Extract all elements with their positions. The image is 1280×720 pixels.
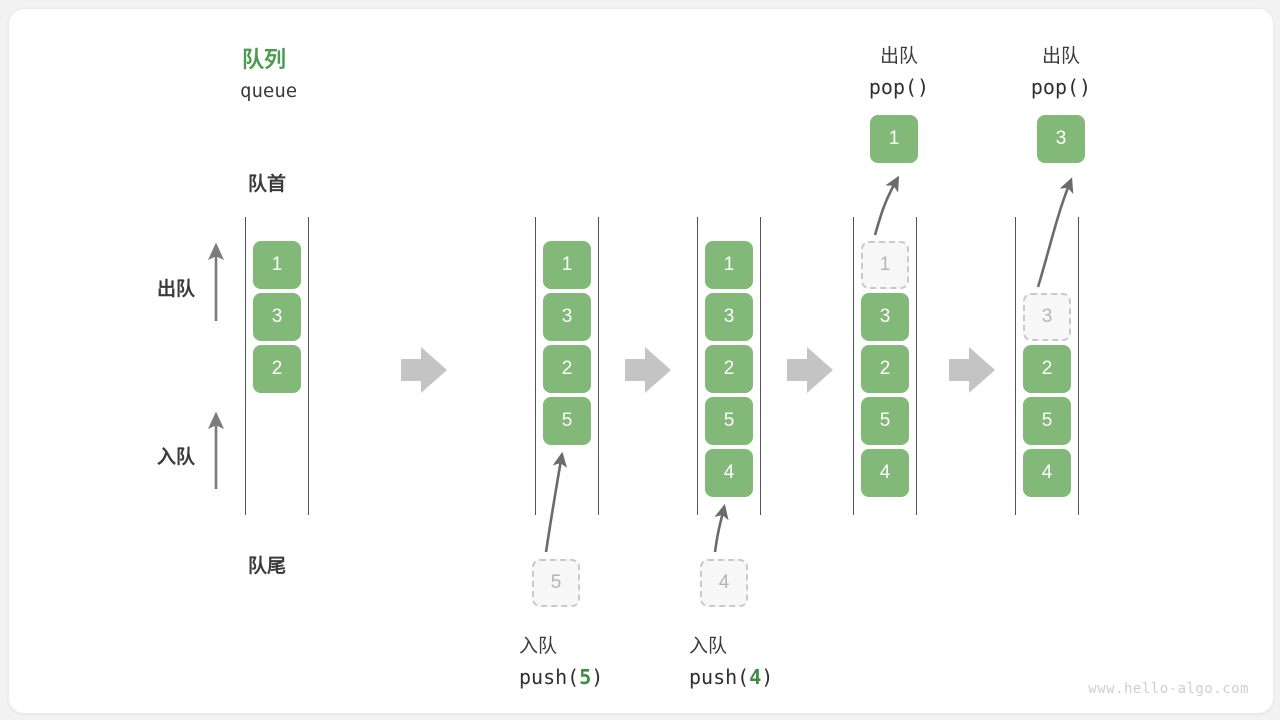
queue-element: 1: [253, 241, 301, 289]
queue-element: 3: [253, 293, 301, 341]
queue-element: 1: [543, 241, 591, 289]
step-arrow-icon-4: [949, 347, 995, 393]
queue-element: 1: [705, 241, 753, 289]
queue-element: 5: [861, 397, 909, 445]
queue-channel-pop-1: [853, 217, 917, 515]
outgoing-element-ghost: 1: [861, 241, 909, 289]
channel-rail-right: [760, 217, 761, 515]
queue-element: 2: [1023, 345, 1071, 393]
queue-channel-initial: [245, 217, 309, 515]
queue-element: 5: [705, 397, 753, 445]
diagram-title-en: queue: [240, 80, 298, 102]
diagram-title-cn: 队列: [242, 47, 287, 72]
diagram-stage: 队列 queue 队首 队尾 出队 入队 1 3 2 1 3 2 5 5 入队 …: [9, 9, 1273, 713]
incoming-element-ghost: 4: [700, 559, 748, 607]
operation-code: push(5): [519, 665, 603, 689]
operation-label-cn: 出队: [1041, 46, 1080, 67]
channel-rail-right: [308, 217, 309, 515]
step-arrow-icon-3: [787, 347, 833, 393]
channel-rail-left: [245, 217, 246, 515]
operation-code: push(4): [689, 665, 773, 689]
queue-channel-pop-3: [1015, 217, 1079, 515]
channel-rail-left: [535, 217, 536, 515]
queue-element: 5: [543, 397, 591, 445]
operation-label-cn: 出队: [879, 46, 918, 67]
queue-element: 3: [861, 293, 909, 341]
operation-code-prefix: push(: [689, 665, 750, 689]
incoming-element-ghost: 5: [532, 559, 580, 607]
popped-element: 1: [870, 115, 918, 163]
queue-element: 3: [543, 293, 591, 341]
queue-element: 2: [705, 345, 753, 393]
operation-label-cn: 入队: [689, 636, 728, 657]
queue-element: 2: [543, 345, 591, 393]
front-label: 队首: [248, 174, 287, 195]
operation-code-suffix: ): [761, 665, 774, 689]
outgoing-element-ghost: 3: [1023, 293, 1071, 341]
popped-element: 3: [1037, 115, 1085, 163]
channel-rail-left: [697, 217, 698, 515]
operation-code: pop(): [1030, 75, 1092, 99]
enqueue-direction-label: 入队: [157, 447, 196, 468]
channel-rail-left: [1015, 217, 1016, 515]
operation-code-value: 4: [749, 665, 762, 689]
channel-rail-right: [598, 217, 599, 515]
step-arrow-icon-2: [625, 347, 671, 393]
queue-channel-push-5: [535, 217, 599, 515]
watermark: www.hello-algo.com: [1088, 681, 1249, 697]
step-arrow-icon-1: [401, 347, 447, 393]
queue-element: 4: [1023, 449, 1071, 497]
push-4-arrow-icon: [713, 503, 729, 553]
operation-code-prefix: push(: [519, 665, 580, 689]
queue-element: 4: [705, 449, 753, 497]
operation-label-cn: 入队: [519, 636, 558, 657]
diagram-card: 队列 queue 队首 队尾 出队 入队 1 3 2 1 3 2 5 5 入队 …: [8, 8, 1274, 714]
channel-rail-left: [853, 217, 854, 515]
channel-rail-right: [1078, 217, 1079, 515]
rear-label: 队尾: [248, 556, 287, 577]
operation-code-value: 5: [579, 665, 592, 689]
queue-element: 4: [861, 449, 909, 497]
channel-rail-right: [916, 217, 917, 515]
operation-code: pop(): [868, 75, 930, 99]
operation-code-suffix: ): [591, 665, 604, 689]
arrow-overlay: [207, 175, 1074, 553]
queue-element: 2: [253, 345, 301, 393]
queue-element: 5: [1023, 397, 1071, 445]
queue-element: 2: [861, 345, 909, 393]
dequeue-direction-label: 出队: [157, 279, 196, 300]
queue-element: 3: [705, 293, 753, 341]
queue-channel-push-4: [697, 217, 761, 515]
